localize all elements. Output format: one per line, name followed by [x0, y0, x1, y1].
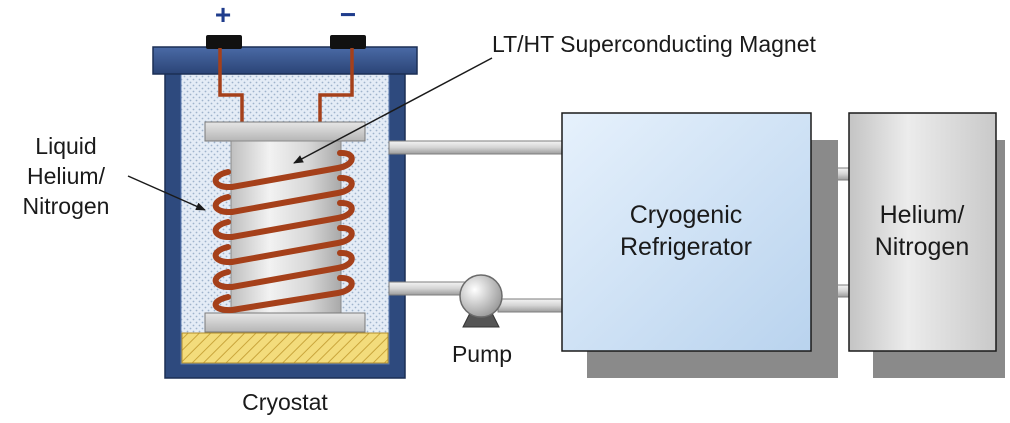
cryostat	[152, 35, 418, 379]
superconducting-coil	[212, 150, 355, 314]
supply-pipe-bottom-left	[388, 281, 470, 296]
supply-pipe-bottom-right	[497, 298, 563, 313]
refrigerator-label-line2: Refrigerator	[620, 233, 752, 261]
positive-terminal-sign: +	[215, 0, 231, 30]
refrigerator-label-line1: Cryogenic	[630, 201, 743, 229]
liquid-label-line1: Liquid	[35, 133, 96, 159]
cryostat-insulation-base	[181, 332, 389, 364]
tank-label-line1: Helium/	[880, 201, 965, 229]
magnet-label: LT/HT Superconducting Magnet	[492, 31, 816, 57]
pump	[459, 274, 503, 328]
cryostat-lid	[152, 46, 418, 75]
cryostat-label: Cryostat	[242, 389, 328, 415]
refrigerator-box	[561, 112, 812, 352]
magnet-pointer-arrow	[293, 57, 493, 164]
magnet-bottom-plate	[204, 312, 366, 333]
liquid-pointer-arrow	[127, 175, 206, 211]
liquid-label-line2: Helium/	[27, 163, 106, 189]
cryogenic-refrigerator	[561, 112, 838, 378]
positive-lead-wire	[218, 48, 244, 123]
negative-lead-wire	[318, 48, 354, 123]
return-pipe-top	[388, 140, 563, 155]
helium-nitrogen-tank	[848, 112, 1005, 378]
negative-terminal-post	[330, 35, 366, 49]
pump-label: Pump	[452, 341, 512, 367]
positive-terminal-post	[206, 35, 242, 49]
tank-label-line2: Nitrogen	[875, 233, 970, 261]
tank-box	[848, 112, 997, 352]
liquid-label-line3: Nitrogen	[23, 193, 110, 219]
pump-body	[459, 274, 503, 318]
negative-terminal-sign: −	[340, 0, 356, 30]
